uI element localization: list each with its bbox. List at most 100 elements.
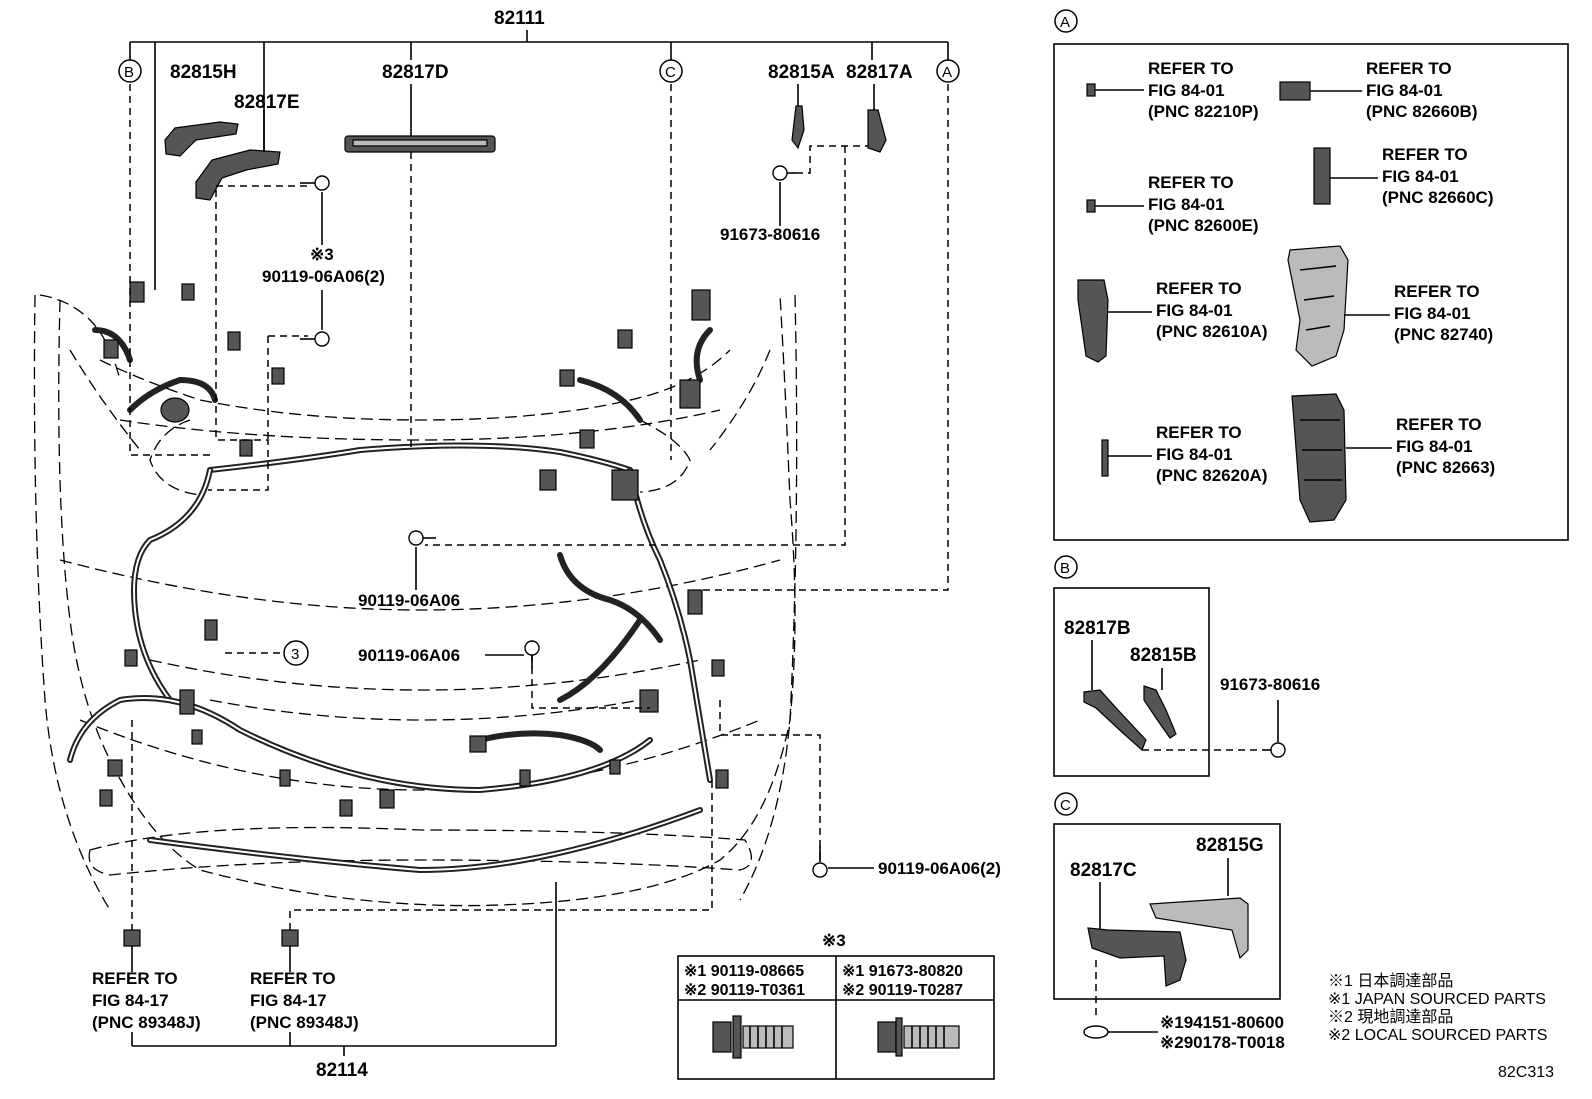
- svg-text:※1 91673-80820: ※1 91673-80820: [842, 963, 963, 980]
- svg-text:82815B: 82815B: [1130, 645, 1197, 666]
- svg-text:FIG 84-01: FIG 84-01: [1148, 81, 1225, 100]
- refer-right: REFER TO FIG 84-17 (PNC 89348J): [250, 969, 359, 1032]
- svg-text:REFER TO: REFER TO: [1366, 59, 1452, 78]
- svg-text:※290178-T0018: ※290178-T0018: [1160, 1033, 1285, 1052]
- refer-left: REFER TO FIG 84-17 (PNC 89348J): [92, 969, 201, 1032]
- callout-c-top: C: [659, 59, 683, 83]
- bracket-82114: 82114: [131, 882, 557, 1081]
- part-82815H-shape: [164, 121, 239, 157]
- callout-a-top: A: [936, 59, 960, 83]
- bracket-82111: 82111: [129, 8, 949, 290]
- svg-text:(PNC 82740): (PNC 82740): [1394, 325, 1493, 344]
- svg-text:FIG 84-01: FIG 84-01: [1394, 304, 1471, 323]
- bolt-icon: [1262, 742, 1286, 758]
- svg-text:REFER TO: REFER TO: [92, 969, 178, 988]
- bolt-icon: [408, 530, 436, 546]
- svg-text:FIG 84-01: FIG 84-01: [1156, 301, 1233, 320]
- wire-harness: [67, 327, 713, 874]
- car-body-outline: [33, 294, 798, 911]
- svg-text:82114: 82114: [316, 1060, 368, 1081]
- svg-text:(PNC 82210P): (PNC 82210P): [1148, 102, 1259, 121]
- svg-text:※1 JAPAN SOURCED PARTS: ※1 JAPAN SOURCED PARTS: [1328, 991, 1546, 1008]
- svg-text:REFER TO: REFER TO: [1156, 423, 1242, 442]
- bolt-icon: [772, 165, 796, 181]
- svg-text:82817C: 82817C: [1070, 860, 1137, 881]
- svg-text:※2 現地調達部品: ※2 現地調達部品: [1328, 1008, 1453, 1026]
- svg-text:FIG 84-01: FIG 84-01: [1156, 445, 1233, 464]
- svg-text:(PNC 82660B): (PNC 82660B): [1366, 102, 1478, 121]
- svg-text:(PNC 82660C): (PNC 82660C): [1382, 188, 1494, 207]
- clip-icon: [1083, 1025, 1109, 1039]
- svg-text:A: A: [942, 64, 952, 81]
- part-82817E-label: 82817E: [234, 92, 300, 113]
- svg-text:※3: ※3: [822, 931, 846, 950]
- part-82815A-shape: [791, 105, 805, 150]
- svg-text:(PNC 89348J): (PNC 89348J): [250, 1013, 359, 1032]
- part-82815A-label: 82815A: [768, 62, 835, 83]
- connector-icons: [99, 281, 729, 817]
- svg-text:(PNC 82663): (PNC 82663): [1396, 458, 1495, 477]
- svg-text:(PNC 82620A): (PNC 82620A): [1156, 466, 1268, 485]
- leader-lines: [129, 84, 949, 935]
- svg-text:※2 90119-T0287: ※2 90119-T0287: [842, 982, 963, 999]
- svg-text:(PNC 82610A): (PNC 82610A): [1156, 322, 1268, 341]
- part-82111-label: 82111: [494, 8, 545, 29]
- flange-bolt-icon: [877, 1017, 960, 1057]
- svg-text:82815G: 82815G: [1196, 835, 1264, 856]
- panel-b: B 82817B 82815B 91673-80616: [1053, 555, 1320, 777]
- note-x3: ※3: [310, 245, 334, 264]
- svg-text:REFER TO: REFER TO: [1148, 173, 1234, 192]
- bolt-icon: [300, 175, 330, 191]
- svg-text:※1 日本調達部品: ※1 日本調達部品: [1328, 972, 1453, 990]
- svg-text:FIG 84-01: FIG 84-01: [1382, 167, 1459, 186]
- panel-c: C 82815G 82817C ※194151-80600 ※290178-T0…: [1053, 792, 1285, 1052]
- table-x3: ※3 ※1 90119-08665 ※2 90119-T0361 ※1 9167…: [677, 931, 995, 1080]
- svg-text:REFER TO: REFER TO: [1156, 279, 1242, 298]
- bolt-label-91673: 91673-80616: [720, 225, 820, 244]
- part-82817D-shape: [344, 135, 496, 153]
- svg-text:(PNC 82600E): (PNC 82600E): [1148, 216, 1259, 235]
- part-82817A-shape: [867, 109, 887, 153]
- svg-text:※2 LOCAL SOURCED PARTS: ※2 LOCAL SOURCED PARTS: [1328, 1027, 1547, 1044]
- bolt-icon: [300, 331, 330, 347]
- svg-text:A: A: [1060, 14, 1070, 31]
- panel-a: A REFER TO FIG 84-01 (PNC 82210P) REFER …: [1053, 9, 1569, 541]
- svg-text:B: B: [1060, 560, 1070, 577]
- part-82817D-label: 82817D: [382, 62, 449, 83]
- bolt-label-90119-2: 90119-06A06(2): [262, 267, 385, 286]
- svg-text:※1 90119-08665: ※1 90119-08665: [684, 963, 804, 980]
- clip-icon: [123, 929, 141, 947]
- bolt-label-90119-c: 90119-06A06(2): [878, 859, 1001, 878]
- svg-text:REFER TO: REFER TO: [250, 969, 336, 988]
- svg-text:91673-80616: 91673-80616: [1220, 675, 1320, 694]
- svg-text:REFER TO: REFER TO: [1394, 282, 1480, 301]
- svg-text:REFER TO: REFER TO: [1148, 59, 1234, 78]
- svg-text:C: C: [665, 64, 676, 81]
- svg-text:3: 3: [291, 646, 299, 663]
- svg-text:FIG 84-17: FIG 84-17: [250, 991, 327, 1010]
- bolt-icon: [812, 846, 828, 878]
- svg-text:FIG 84-17: FIG 84-17: [92, 991, 169, 1010]
- part-82817A-label: 82817A: [846, 62, 913, 83]
- svg-text:C: C: [1060, 797, 1071, 814]
- part-82815H-label: 82815H: [170, 62, 237, 83]
- svg-text:(PNC 89348J): (PNC 89348J): [92, 1013, 201, 1032]
- bolt-label-90119-a: 90119-06A06: [358, 591, 460, 610]
- bolt-label-90119-b: 90119-06A06: [358, 646, 460, 665]
- bolt-icon: [524, 640, 540, 668]
- bolt-washer-icon: [712, 1015, 794, 1059]
- figure-code: 82C313: [1498, 1064, 1554, 1081]
- svg-text:82817B: 82817B: [1064, 618, 1131, 639]
- svg-text:FIG 84-01: FIG 84-01: [1148, 195, 1225, 214]
- clip-icon: [281, 929, 299, 947]
- svg-text:※2 90119-T0361: ※2 90119-T0361: [684, 982, 805, 999]
- svg-text:※194151-80600: ※194151-80600: [1160, 1013, 1284, 1032]
- legend: ※1 日本調達部品 ※1 JAPAN SOURCED PARTS ※2 現地調達…: [1328, 972, 1547, 1044]
- svg-text:FIG 84-01: FIG 84-01: [1366, 81, 1443, 100]
- callout-3: 3: [283, 640, 309, 666]
- part-82817E-shape: [195, 149, 281, 201]
- callout-b-top: B: [118, 59, 142, 83]
- svg-text:FIG 84-01: FIG 84-01: [1396, 437, 1473, 456]
- svg-text:B: B: [124, 64, 134, 81]
